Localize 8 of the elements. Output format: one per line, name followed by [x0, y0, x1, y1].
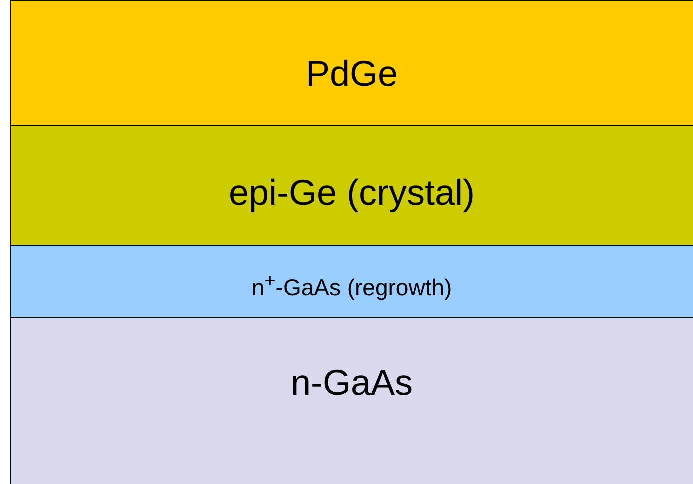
layer-label: n-GaAs	[290, 362, 414, 404]
layer-label: n$^{+}$-GaAs (regrowth)	[250, 271, 454, 302]
layer-label: epi-Ge (crystal)	[228, 172, 476, 214]
layer-band	[10, 125, 693, 246]
layer-band	[10, 0, 693, 126]
layer-band	[10, 245, 693, 318]
layer-band	[10, 317, 693, 484]
layer-label: PdGe	[304, 53, 400, 95]
